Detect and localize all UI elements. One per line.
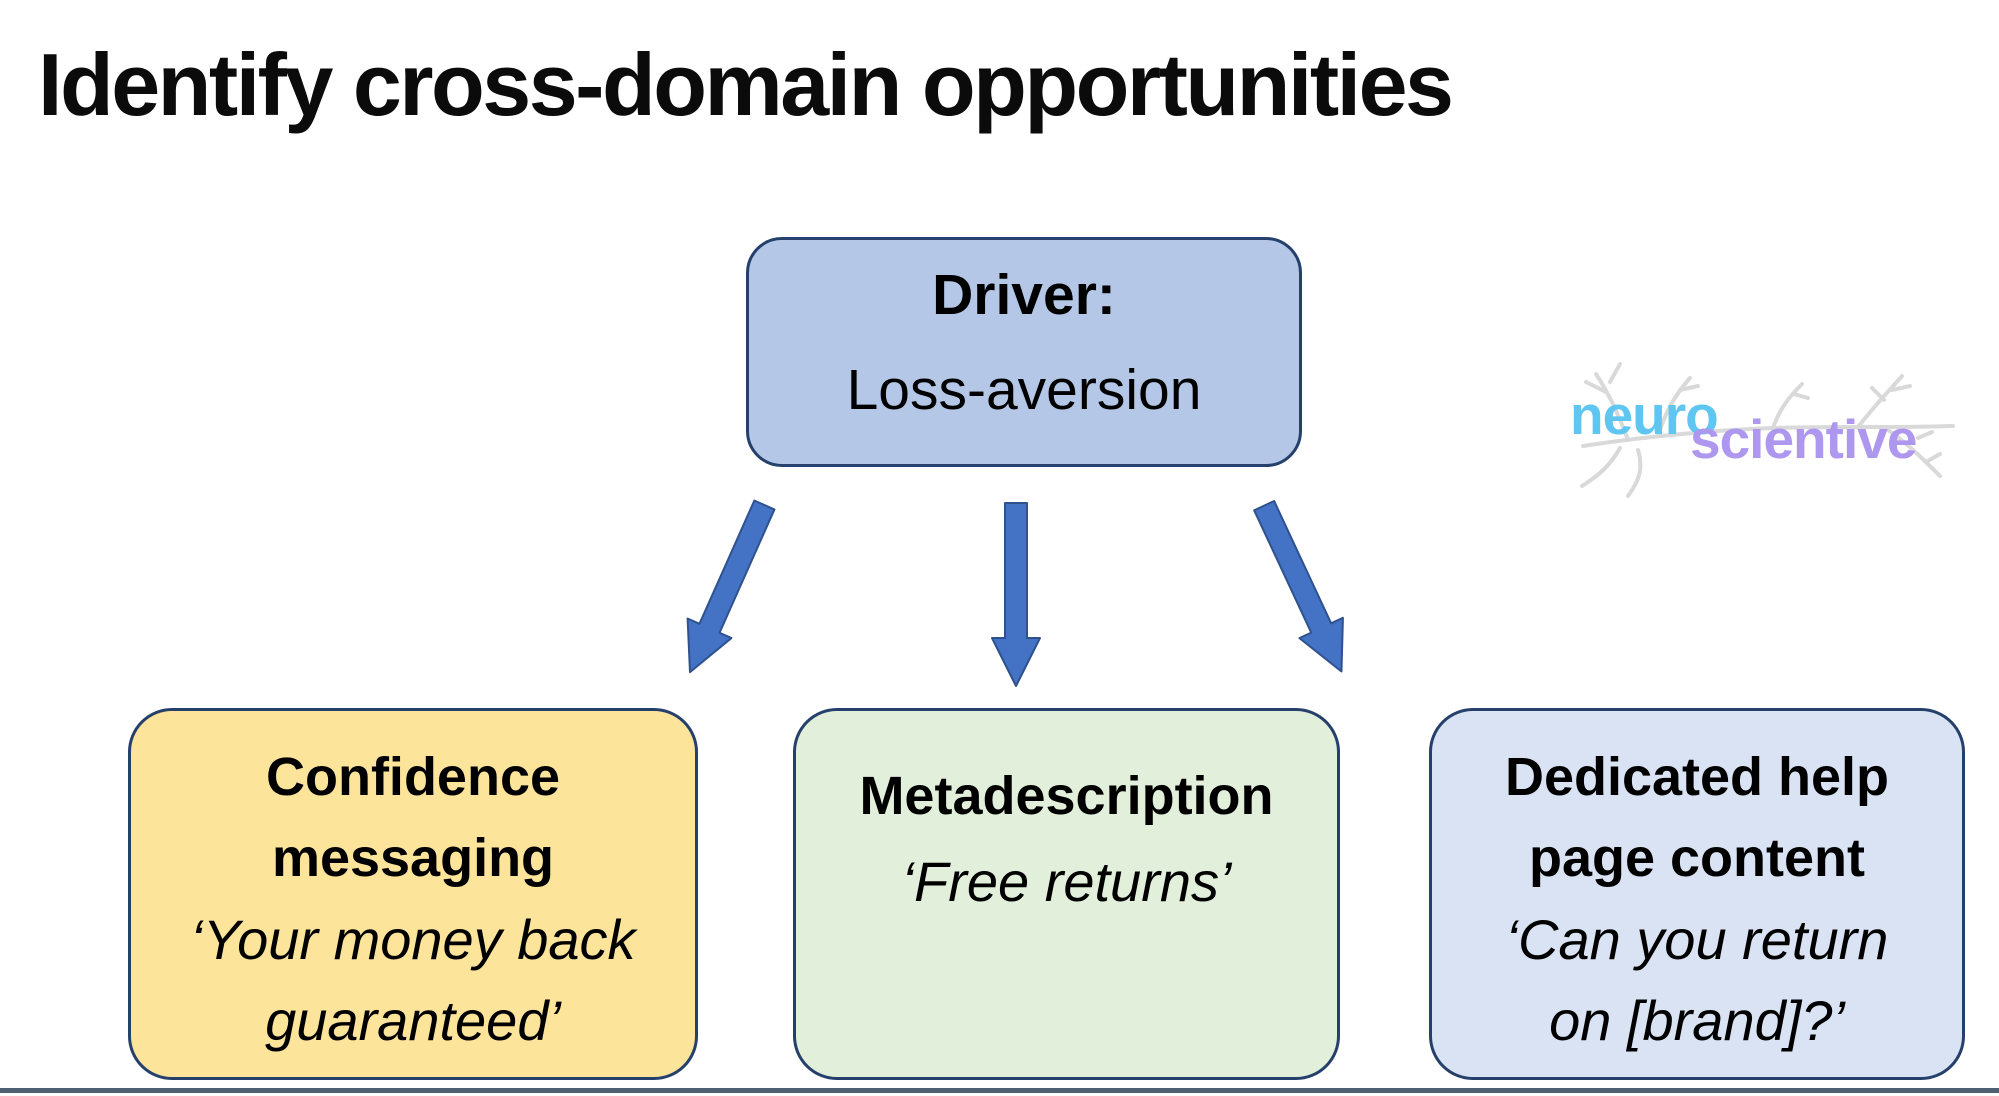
driver-box-value: Loss-aversion — [846, 357, 1202, 422]
driver-box: Driver: Loss-aversion — [746, 237, 1302, 467]
flow-arrow-left-icon — [686, 499, 776, 674]
neuron-icon — [1580, 362, 1955, 498]
outcome-quote-line: ‘Free returns’ — [901, 850, 1232, 913]
outcome-heading-line: Dedicated help — [1504, 747, 1890, 807]
outcome-quote-line: ‘Your money back — [190, 908, 636, 971]
outcome-heading-line: messaging — [271, 828, 555, 888]
outcome-box-metadescription: Metadescription ‘Free returns’ — [793, 708, 1340, 1080]
outcome-heading-line: page content — [1528, 828, 1866, 888]
neuroscientive-logo: neuro scientive — [1558, 348, 1968, 508]
outcome-box-help-page-content: Dedicated help page content ‘Can you ret… — [1429, 708, 1965, 1080]
slide-footer-bar — [0, 1088, 1999, 1093]
logo-word-scientive: scientive — [1690, 408, 1917, 470]
outcome-quote-line: guaranteed’ — [265, 989, 561, 1052]
outcome-quote-line: ‘Can you return — [1505, 908, 1889, 971]
outcome-box-confidence-messaging: Confidence messaging ‘Your money back gu… — [128, 708, 698, 1080]
driver-box-label: Driver: — [932, 263, 1116, 327]
outcome-quote-line: on [brand]?’ — [1549, 989, 1845, 1052]
slide-title: Identify cross-domain opportunities — [38, 35, 1454, 134]
outcome-heading-line: Confidence — [265, 747, 561, 807]
flow-arrow-right-icon — [1253, 499, 1344, 673]
outcome-heading-line: Metadescription — [859, 766, 1274, 826]
flow-arrow-middle-icon — [991, 502, 1041, 687]
logo-word-neuro: neuro — [1570, 384, 1719, 446]
